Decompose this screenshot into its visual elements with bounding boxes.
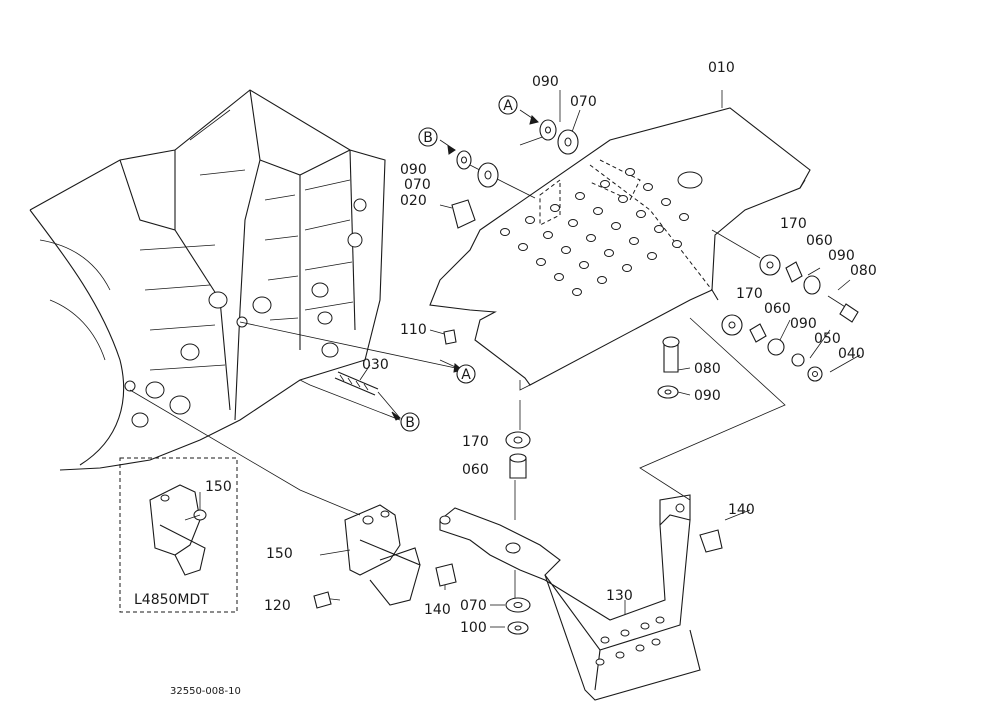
bracket-hole <box>640 622 650 630</box>
part-label: 060 <box>462 462 489 478</box>
bracket-holes <box>595 616 665 666</box>
bracket-hole <box>655 616 665 624</box>
reference-markers: A B A B <box>400 95 518 432</box>
part-label: 090 <box>790 316 817 332</box>
part-label: 060 <box>806 233 833 249</box>
plate-hole <box>622 264 632 272</box>
part-label: 110 <box>400 322 427 338</box>
plate-hole <box>618 195 628 203</box>
part-label: 090 <box>828 248 855 264</box>
part-label: 170 <box>780 216 807 232</box>
transmission-housing <box>29 89 386 471</box>
drawing-code: 32550-008-10 <box>170 686 241 697</box>
plate-hole <box>593 207 603 215</box>
plate-hole <box>579 261 589 269</box>
bracket-hole <box>651 638 661 646</box>
plate-hole <box>536 258 546 266</box>
plate-hole <box>611 222 621 230</box>
plate-hole <box>625 168 635 176</box>
part-label: 070 <box>404 177 431 193</box>
bracket-hole <box>620 629 630 637</box>
part-label: 090 <box>694 388 721 404</box>
leader-lines <box>129 90 861 628</box>
bracket-hole <box>635 644 645 652</box>
part-label: 170 <box>736 286 763 302</box>
lower-brackets <box>313 494 723 701</box>
plate-hole <box>561 246 571 254</box>
plate-hole <box>586 234 596 242</box>
plate-holes <box>500 168 689 296</box>
marker-b-bottom: B <box>405 415 415 431</box>
plate-hole <box>572 288 582 296</box>
plate-hole <box>679 213 689 221</box>
part-label: 090 <box>532 74 559 90</box>
main-plate <box>429 107 811 391</box>
part-label: 020 <box>400 193 427 209</box>
plate-hole <box>636 210 646 218</box>
plate-hole <box>604 249 614 257</box>
plate-hole <box>525 216 535 224</box>
part-label: 090 <box>400 162 427 178</box>
part-label: 150 <box>205 479 232 495</box>
plate-hole <box>550 204 560 212</box>
plate-hole <box>543 231 553 239</box>
plate-hole <box>575 192 585 200</box>
part-label: 070 <box>460 598 487 614</box>
part-label: 100 <box>460 620 487 636</box>
part-label: 070 <box>570 94 597 110</box>
part-label: 010 <box>708 60 735 76</box>
plate-hole <box>597 276 607 284</box>
plate-hole <box>554 273 564 281</box>
marker-a-top: A <box>503 98 513 114</box>
part-labels: 010 090 070 090 070 020 110 030 170 060 … <box>205 60 877 636</box>
bracket-hole <box>615 651 625 659</box>
plate-hole <box>568 219 578 227</box>
part-label: 130 <box>606 588 633 604</box>
part-label: 030 <box>362 357 389 373</box>
center-stack <box>505 336 680 635</box>
right-hardware <box>721 254 859 382</box>
part-label: 080 <box>850 263 877 279</box>
bracket-hole <box>600 636 610 644</box>
plate-hole <box>643 183 653 191</box>
part-label: 080 <box>694 361 721 377</box>
top-washers <box>439 109 579 345</box>
plate-hole <box>518 243 528 251</box>
part-label: 150 <box>266 546 293 562</box>
plate-hole <box>647 252 657 260</box>
inset-box <box>119 457 238 613</box>
plate-hole <box>629 237 639 245</box>
plate-hole <box>661 198 671 206</box>
part-label: 050 <box>814 331 841 347</box>
marker-b-top: B <box>423 130 433 146</box>
part-label: 040 <box>838 346 865 362</box>
plate-hole <box>600 180 610 188</box>
part-label: 140 <box>728 502 755 518</box>
stud-bolt <box>334 359 464 421</box>
part-label: 120 <box>264 598 291 614</box>
part-label: 170 <box>462 434 489 450</box>
plate-hole <box>654 225 664 233</box>
plate-hole <box>672 240 682 248</box>
bracket-hole <box>595 658 605 666</box>
part-label: 140 <box>424 602 451 618</box>
plate-hole <box>500 228 510 236</box>
part-label: 060 <box>764 301 791 317</box>
marker-a-bottom: A <box>461 367 471 383</box>
inset-title: L4850MDT <box>134 592 209 608</box>
